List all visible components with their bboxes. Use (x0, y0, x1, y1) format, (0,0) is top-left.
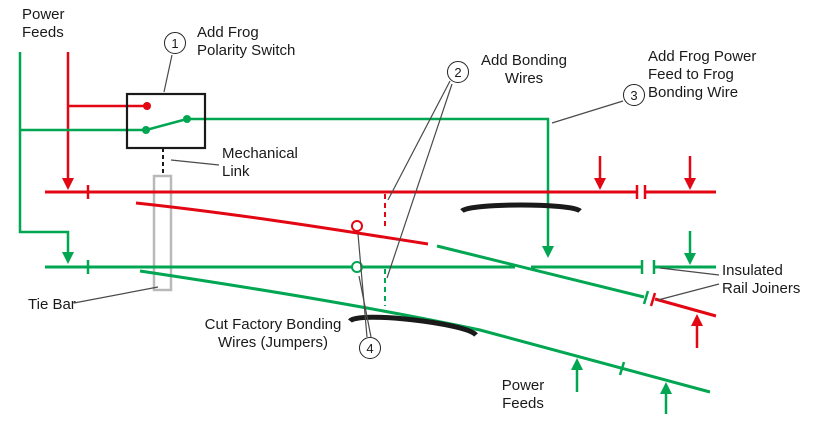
diverging-insulated-joiner-tick-icon (649, 292, 657, 307)
callout-3-number: 3 (630, 87, 638, 103)
callout3-pointer (551, 100, 624, 124)
tie-bar-line1: Tie Bar (28, 296, 76, 313)
tie-bar (152, 174, 173, 292)
callout2-pointer (386, 83, 453, 279)
add-frog-power-feed-label: Add Frog Power Feed to Frog Bonding Wire (648, 48, 756, 102)
callout-1-line2: Polarity Switch (197, 42, 296, 59)
callout-1-number: 1 (171, 35, 179, 51)
callout-4-badge: 4 (359, 337, 381, 359)
green-feed-arrow-icon (660, 382, 672, 394)
factory-jumper-red-icon (351, 220, 363, 232)
callout-3-line3: Bonding Wire (648, 84, 739, 101)
callout-3-line1: Add Frog Power (648, 48, 757, 65)
power-feeds-top-line2: Feeds (22, 24, 64, 41)
red-feed-arrow-icon (691, 314, 703, 326)
red-feed-arrow-icon (594, 178, 606, 190)
add-bonding-wires-label: Add Bonding Wires (470, 52, 578, 88)
switch-common-dot-icon (183, 115, 191, 123)
callout-3-line2: Feed to Frog (648, 66, 734, 83)
frog-rail-diagonal (436, 244, 645, 299)
curved-rail-joiner-tick-icon (618, 361, 626, 376)
callout1-pointer (163, 54, 173, 93)
callout-2-line1: Add Bonding (481, 52, 567, 69)
diverging-insulated-joiner-tick-icon (642, 290, 650, 305)
insulated-joiners-pointer (659, 267, 720, 276)
red-feed-arrow-icon (62, 178, 74, 190)
tie-bar-label: Tie Bar (28, 296, 76, 314)
mechanical-link-pointer (170, 159, 220, 166)
callout-2-line2: Wires (504, 70, 544, 87)
factory-jumper-green-icon (351, 261, 363, 273)
mechanical-link-line2: Link (222, 163, 250, 180)
insulated-joiners-line1: Insulated (722, 262, 783, 279)
callout-4-number: 4 (366, 340, 374, 356)
mechanical-link-label: Mechanical Link (222, 145, 298, 181)
callout2-pointer (387, 80, 451, 201)
diverging-red-rail (654, 297, 717, 318)
switch-contact-red-icon (143, 102, 151, 110)
cut-factory-bonding-label: Cut Factory Bonding Wires (Jumpers) (182, 316, 364, 352)
callout-4-line1: Cut Factory Bonding (204, 316, 342, 333)
green-feed-arrow-icon (571, 358, 583, 370)
callout-4-line2: Wires (Jumpers) (217, 334, 328, 351)
switch-lever (145, 117, 188, 132)
insulated-joiners-pointer (657, 283, 720, 301)
callout4-pointer (358, 275, 372, 338)
tie-bar-pointer (73, 286, 159, 304)
check-rail-top (460, 202, 582, 214)
red-feed-arrow-icon (684, 178, 696, 190)
power-feeds-top-line1: Power (22, 6, 65, 23)
check-rail-bottom (348, 314, 478, 338)
green-feed-arrow-icon (62, 252, 74, 264)
frog-feed-arrow-icon (542, 246, 554, 258)
insulated-joiners-line2: Rail Joiners (722, 280, 801, 297)
callout-2-number: 2 (454, 64, 462, 80)
callout-2-badge: 2 (447, 61, 469, 83)
callout-3-badge: 3 (623, 84, 645, 106)
insulated-rail-joiners-label: Insulated Rail Joiners (722, 262, 800, 298)
power-feeds-bottom-line1: Power (501, 377, 545, 394)
power-feeds-bottom-label: Power Feeds (492, 377, 554, 413)
mechanical-link-line1: Mechanical (222, 145, 298, 162)
polarity-switch-box (125, 92, 207, 150)
green-feed-wire (18, 52, 70, 252)
frog-feed-wire (187, 117, 550, 246)
power-feeds-top-label: Power Feeds (22, 6, 65, 42)
green-feed-arrow-icon (684, 253, 696, 265)
red-closure-rail (135, 201, 429, 246)
power-feeds-bottom-line2: Feeds (502, 395, 544, 412)
callout-1-badge: 1 (164, 32, 186, 54)
callout4-pointer (357, 233, 368, 338)
callout-1-line1: Add Frog (197, 24, 259, 41)
add-frog-polarity-switch-label: Add Frog Polarity Switch (197, 24, 295, 60)
